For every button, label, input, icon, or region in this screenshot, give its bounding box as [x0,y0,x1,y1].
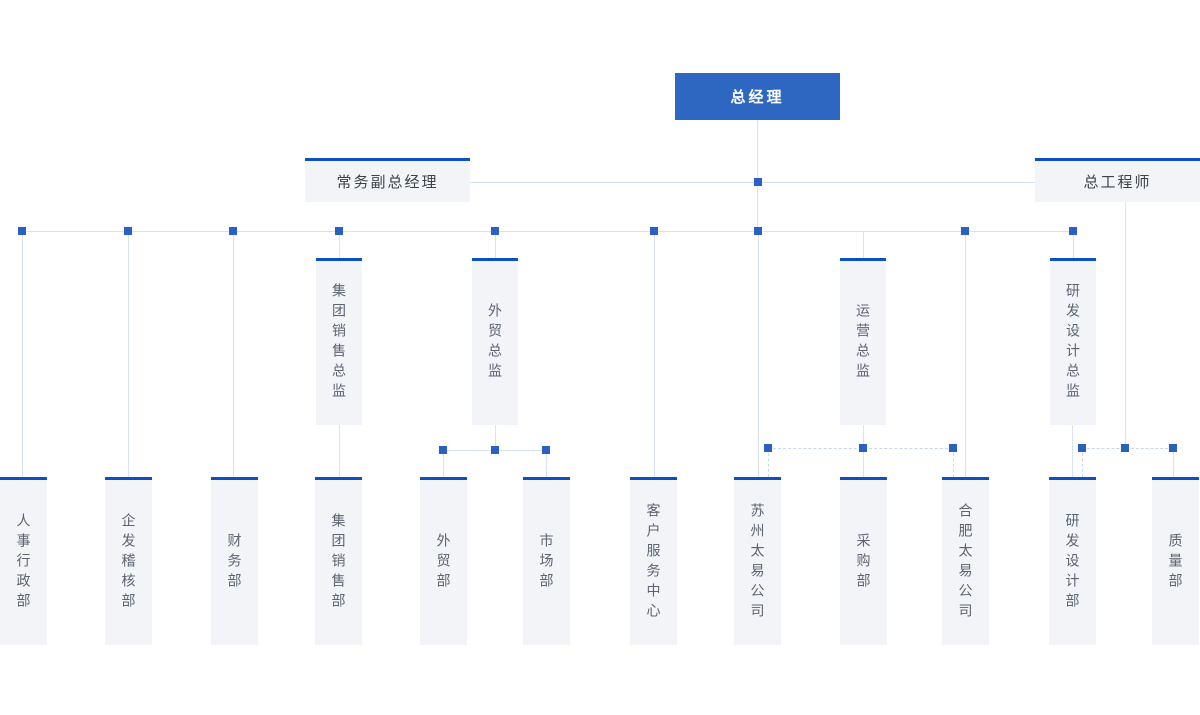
connector-line [22,231,23,477]
org-node-foreign-trade-dept-label: 外贸部 [435,532,452,593]
connector-line-dashed [953,448,954,477]
org-node-rd-design-director-label: 研发设计总监 [1065,283,1081,403]
connector-line [339,231,340,258]
org-node-customer-service-center-label: 客户服务中心 [645,502,662,623]
connector-line [495,425,496,450]
connector-line [863,231,864,258]
junction-marker [764,444,772,452]
connector-line-dashed [1082,448,1083,477]
org-node-chief-engineer: 总工程师 [1035,158,1200,202]
org-node-deputy-general-manager: 常务副总经理 [305,158,470,202]
org-node-quality-dept-label: 质量部 [1167,532,1184,593]
connector-line [470,182,1035,183]
org-node-foreign-trade-director-label: 外贸总监 [487,303,503,383]
junction-marker [335,227,343,235]
org-node-group-sales-dept: 集团销售部 [315,477,362,645]
junction-marker [491,227,499,235]
junction-marker [491,446,499,454]
connector-line [965,231,966,477]
connector-line [1072,425,1073,477]
org-node-customer-service-center: 客户服务中心 [630,477,677,645]
org-node-operations-director: 运营总监 [840,258,886,425]
org-node-group-sales-dept-label: 集团销售部 [330,512,347,613]
connector-line [22,231,1073,232]
org-node-finance-dept: 财务部 [211,477,258,645]
junction-marker [18,227,26,235]
org-node-group-sales-director: 集团销售总监 [316,258,362,425]
org-node-enterprise-audit-dept-label: 企发稽核部 [120,512,137,613]
org-node-deputy-general-manager-label: 常务副总经理 [336,174,439,191]
junction-marker [754,227,762,235]
org-node-rd-design-dept: 研发设计部 [1049,477,1096,645]
org-node-chief-engineer-label: 总工程师 [1083,174,1152,191]
org-node-marketing-dept-label: 市场部 [538,532,555,593]
org-node-operations-director-label: 运营总监 [855,303,871,383]
org-node-general-manager-label: 总经理 [730,89,785,106]
connector-line [758,231,759,477]
junction-marker [229,227,237,235]
org-node-purchasing-dept: 采购部 [840,477,887,645]
connector-line [339,425,340,477]
connector-line [654,231,655,477]
org-node-group-sales-director-label: 集团销售总监 [331,283,347,403]
org-node-rd-design-director: 研发设计总监 [1050,258,1096,425]
org-node-hefei-taiyi-company-label: 合肥太易公司 [957,502,974,623]
junction-marker [949,444,957,452]
connector-line [495,231,496,258]
org-node-foreign-trade-director: 外贸总监 [472,258,518,425]
connector-line [546,450,547,477]
junction-marker [859,444,867,452]
org-node-general-manager: 总经理 [675,73,840,120]
org-node-suzhou-taiyi-company: 苏州太易公司 [734,477,781,645]
org-node-suzhou-taiyi-company-label: 苏州太易公司 [749,502,766,623]
junction-marker [439,446,447,454]
connector-line [1073,231,1074,258]
org-node-rd-design-dept-label: 研发设计部 [1064,512,1081,613]
org-node-purchasing-dept-label: 采购部 [855,532,872,593]
connector-line [443,450,444,477]
junction-marker [650,227,658,235]
junction-marker [1169,444,1177,452]
junction-marker [754,178,762,186]
connector-line [1173,448,1174,477]
connector-line [757,120,758,182]
connector-line [757,182,758,231]
connector-line [128,231,129,477]
org-node-foreign-trade-dept: 外贸部 [420,477,467,645]
org-node-hr-admin-dept: 人事行政部 [0,477,47,645]
junction-marker [1121,444,1129,452]
junction-marker [124,227,132,235]
org-node-finance-dept-label: 财务部 [226,532,243,593]
org-node-hr-admin-dept-label: 人事行政部 [15,512,32,613]
org-node-marketing-dept: 市场部 [523,477,570,645]
org-node-quality-dept: 质量部 [1152,477,1199,645]
junction-marker [1078,444,1086,452]
connector-line [233,231,234,477]
connector-line [1125,202,1126,448]
org-node-hefei-taiyi-company: 合肥太易公司 [942,477,989,645]
org-node-enterprise-audit-dept: 企发稽核部 [105,477,152,645]
junction-marker [542,446,550,454]
connector-line-dashed [768,448,769,477]
junction-marker [1069,227,1077,235]
junction-marker [961,227,969,235]
